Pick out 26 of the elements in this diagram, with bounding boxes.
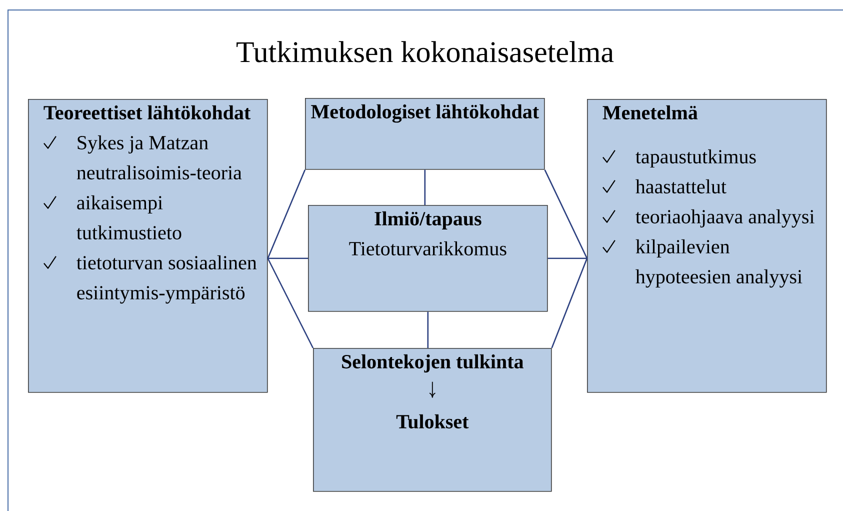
list-item: tietoturvan sosiaalinen esiintymis-ympäristö xyxy=(76,255,257,304)
connector-line xyxy=(424,170,426,205)
box-heading: Teoreettiset lähtökohdat xyxy=(44,105,251,120)
box-text: Tietoturvarikkomus xyxy=(349,241,506,256)
connector-line xyxy=(548,258,587,260)
diagram-title: Tutkimuksen kokonaisasetelma xyxy=(236,41,614,62)
connector-line xyxy=(551,258,588,348)
list-item: haastattelut xyxy=(636,179,726,194)
list-item: teoriaohjaava analyysi xyxy=(636,209,814,228)
text-box xyxy=(587,99,827,393)
list-item: tapaustutkimus xyxy=(636,149,756,168)
box-heading: Metodologiset lähtökohdat xyxy=(311,104,539,123)
connector-line xyxy=(268,258,308,260)
connector-line xyxy=(427,312,429,348)
text-box xyxy=(313,348,552,492)
text-box xyxy=(305,98,545,170)
list-item: kilpailevien hypoteesien analyysi xyxy=(636,239,802,288)
text-box xyxy=(308,204,548,312)
box-text: Tulokset xyxy=(396,414,469,429)
connector-line xyxy=(544,170,588,259)
box-heading: Menetelmä xyxy=(602,105,698,120)
box-heading: Ilmiö/tapaus xyxy=(374,211,482,230)
connector-line xyxy=(267,258,314,348)
text-box xyxy=(28,99,268,393)
connector-line xyxy=(267,170,306,259)
box-heading: Selontekojen tulkinta xyxy=(342,354,524,373)
